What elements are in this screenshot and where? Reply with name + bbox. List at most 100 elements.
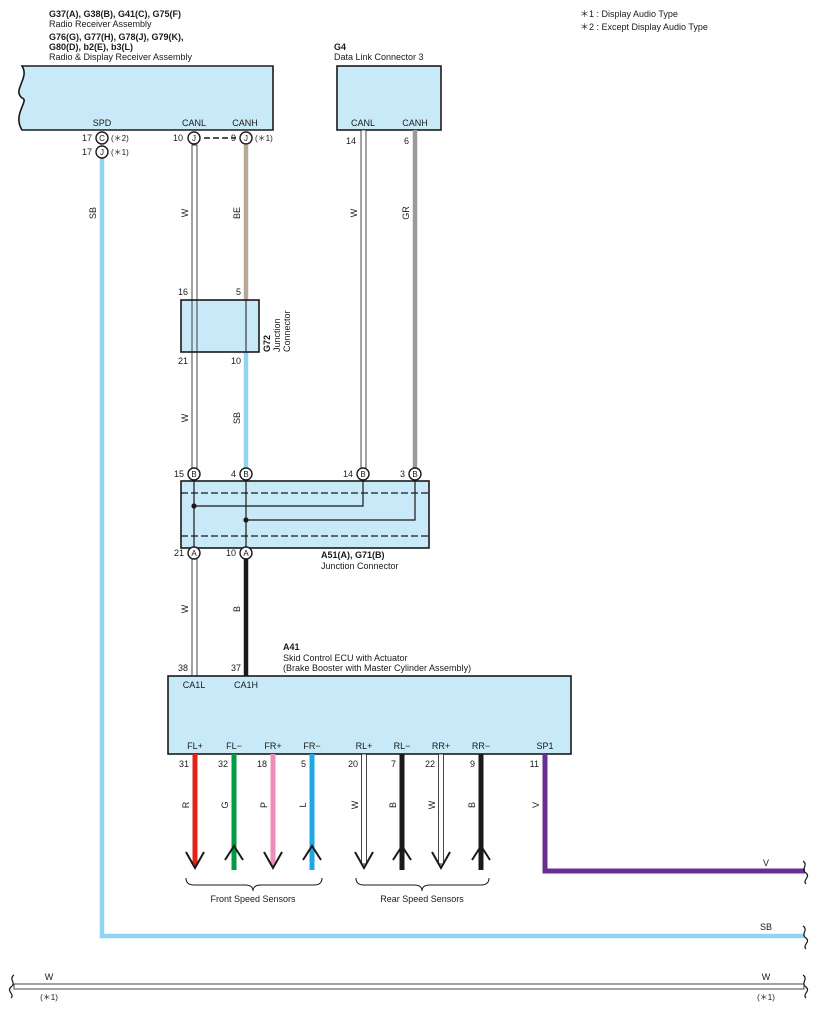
g72-box — [180, 299, 260, 353]
wire-w-rl-plus — [361, 753, 367, 865]
wire-w-canl-top — [191, 144, 198, 301]
ecu-pin-fl-minus: 32 — [218, 759, 228, 769]
wire-w-bottom — [13, 983, 805, 990]
jc-box — [180, 480, 430, 549]
radio-canh-conn-circle — [239, 131, 253, 145]
ecu-term-fl-minus: FL− — [226, 741, 242, 751]
jc-top-pin-0: 15 — [174, 469, 184, 479]
ecu-sensor-wires: FL+ 31 R FL− 32 G FR+ 18 P FR− 5 L RL+ 2… — [179, 741, 805, 874]
jc-top-conn-1-circle — [239, 467, 253, 481]
ecu-pin-fr-plus: 18 — [257, 759, 267, 769]
ecu-term-fr-minus: FR− — [303, 741, 320, 751]
wire-label-be: BE — [232, 207, 242, 219]
dlc-term-canh: CANH — [402, 118, 428, 128]
ecu-pin-rr-minus: 9 — [470, 759, 475, 769]
jc-bus-canh — [245, 481, 416, 548]
radio-spd-conn-a-circle — [95, 131, 109, 145]
arrow-fl-minus — [224, 844, 244, 861]
dlc-box — [336, 65, 442, 131]
group-rear-label: Rear Speed Sensors — [380, 894, 464, 904]
ecu-pin-fr-minus: 5 — [301, 759, 306, 769]
wave-end-v — [802, 860, 809, 885]
jc-top-conn-1: B — [243, 470, 248, 479]
radio-term-spd: SPD — [93, 118, 112, 128]
jc-top-conn-3-circle — [408, 467, 422, 481]
radio-term-canl: CANL — [182, 118, 206, 128]
wave-end-bottom-right — [802, 974, 809, 999]
g72-id: G72 — [262, 335, 272, 352]
dlc-canl-pin: 14 — [346, 136, 356, 146]
wire-label-sb-right: SB — [760, 922, 772, 932]
wire-label-w-bottom-left: W — [45, 972, 54, 982]
ecu-term-sp1: SP1 — [536, 741, 553, 751]
ecu-term-rl-plus: RL+ — [356, 741, 373, 751]
jc-top-conn-2: B — [360, 470, 365, 479]
jc-bottom-conn-1-circle — [239, 546, 253, 560]
radio-term-canh: CANH — [232, 118, 258, 128]
wire-label-p: P — [259, 802, 269, 808]
jc-splice-canl — [191, 503, 197, 509]
ecu-term-ca1l: CA1L — [183, 680, 206, 690]
wire-label-b-rr: B — [467, 802, 477, 808]
ecu-pin-sp1: 11 — [530, 759, 539, 769]
ecu-pin-ca1h: 37 — [231, 663, 241, 673]
radio-name-1: Radio Receiver Assembly — [49, 19, 152, 29]
wave-end-bottom-left — [8, 974, 15, 999]
wave-end-sb — [802, 925, 809, 950]
ecu-pin-rr-plus: 22 — [425, 759, 435, 769]
g72-pin-bot-left: 21 — [178, 356, 188, 366]
wire-label-sb-mid: SB — [232, 412, 242, 424]
jc-bottom-pin-1: 10 — [226, 548, 236, 558]
ecu-term-fr-plus: FR+ — [264, 741, 281, 751]
arrow-rr-plus — [431, 851, 451, 871]
ecu-term-ca1h: CA1H — [234, 680, 258, 690]
jc-top-conn-0: B — [191, 470, 196, 479]
wire-label-b-low: B — [232, 606, 242, 612]
arrow-fr-plus — [263, 851, 283, 871]
g72-pin-bot-right: 10 — [231, 356, 241, 366]
jc-ids: A51(A), G71(B) — [321, 550, 385, 560]
wire-label-w-dlc: W — [349, 208, 359, 217]
wire-label-v-right: V — [763, 858, 769, 868]
ecu-pin-ca1l: 38 — [178, 663, 188, 673]
brace-rear — [355, 877, 490, 892]
jc-bottom-conn-0: A — [191, 549, 197, 558]
ecu-box — [167, 675, 572, 755]
wire-w-dlc — [360, 129, 367, 469]
radio-spd-conn-b: J — [100, 148, 104, 157]
radio-canh-pin: 9 — [231, 133, 236, 143]
wire-label-r: R — [181, 801, 191, 808]
radio-canh-conn: J — [244, 134, 248, 143]
ecu-pin-rl-minus: 7 — [391, 759, 396, 769]
ecu-name-1: Skid Control ECU with Actuator — [283, 653, 408, 663]
arrow-fr-minus — [302, 844, 322, 861]
ecu-pin-rl-plus: 20 — [348, 759, 358, 769]
wire-w-mid — [191, 351, 198, 469]
jc-bottom-conn-1: A — [243, 549, 249, 558]
wire-label-w-bottom-right: W — [762, 972, 771, 982]
jc-splice-canh — [243, 517, 249, 523]
wire-label-w-rr: W — [427, 800, 437, 809]
radio-spd-note-b: (＊1) — [111, 148, 129, 157]
legend-note-2: ＊2 : Except Display Audio Type — [580, 22, 708, 32]
wire-w-rr-plus — [438, 753, 444, 865]
radio-ids-line1: G37(A), G38(B), G41(C), G75(F) — [49, 9, 181, 19]
radio-spd-conn-b-circle — [95, 145, 109, 159]
ecu-term-rr-plus: RR+ — [432, 741, 450, 751]
radio-spd-note-a: (＊2) — [111, 134, 129, 143]
ecu-pin-fl-plus: 31 — [179, 759, 189, 769]
wire-label-w-mid: W — [180, 413, 190, 422]
jc-name: Junction Connector — [321, 561, 399, 571]
arrow-rr-minus — [471, 844, 491, 861]
radio-ids-line3: G80(D), b2(E), b3(L) — [49, 42, 133, 52]
wire-label-sb-main: SB — [88, 207, 98, 219]
wire-sb-main — [99, 158, 805, 939]
jc-top-pin-3: 3 — [400, 469, 405, 479]
g72-name-2: Connector — [282, 310, 292, 352]
jc-bottom-conn-0-circle — [187, 546, 201, 560]
g72-pin-top-left: 16 — [178, 287, 188, 297]
g72-pin-top-right: 5 — [236, 287, 241, 297]
radio-ids-line2: G76(G), G77(H), G78(J), G79(K), — [49, 32, 184, 42]
ecu-name-2: (Brake Booster with Master Cylinder Asse… — [283, 663, 471, 673]
